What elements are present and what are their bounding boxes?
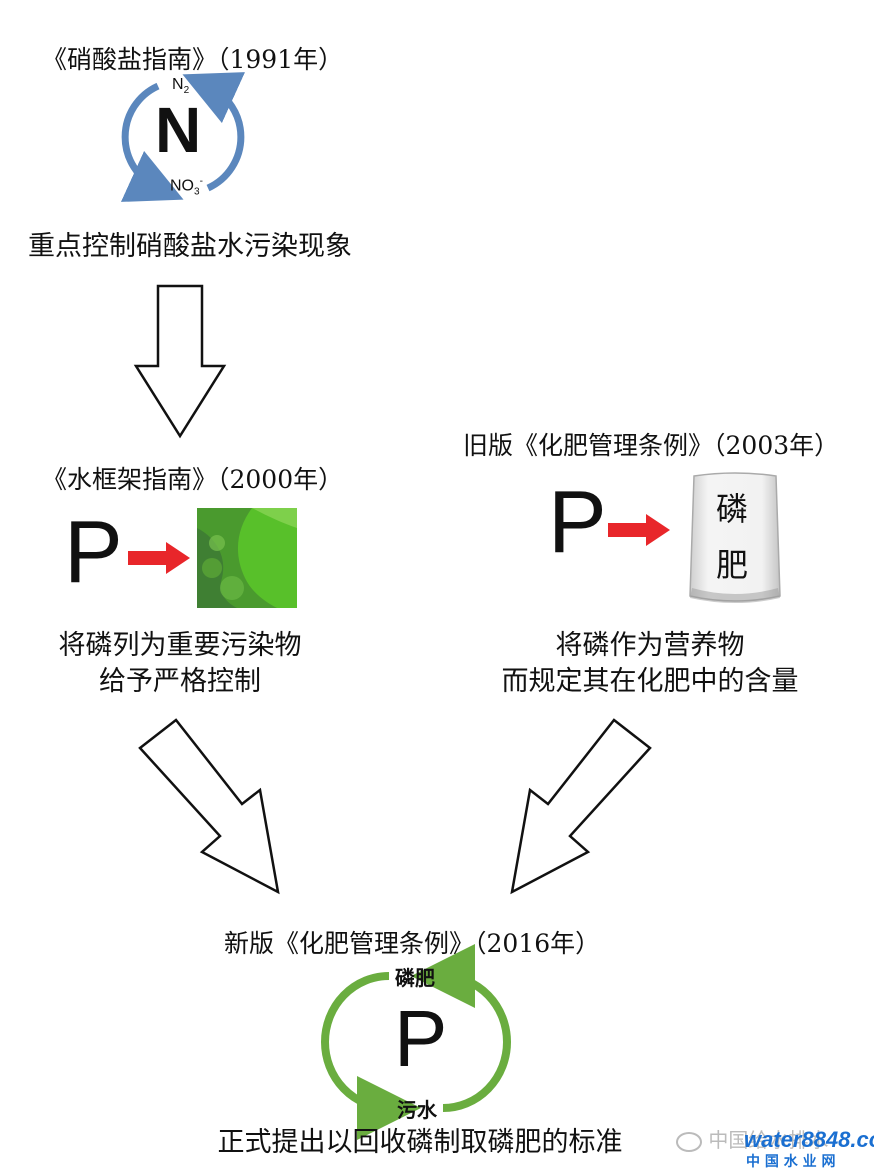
phosphorus-symbol-2: P xyxy=(548,472,607,571)
new-fertilizer-title: 新版《化肥管理条例》（2016年） xyxy=(224,929,601,958)
red-arrow-icon xyxy=(128,542,190,574)
fertilizer-bag-icon xyxy=(689,472,781,603)
nitrate-caption: 重点控制硝酸盐水污染现象 xyxy=(28,231,352,262)
bag-label-2: 肥 xyxy=(716,547,749,583)
cycle-bottom-label: 污水 xyxy=(397,1098,437,1122)
nitrate-title: 《硝酸盐指南》（1991年） xyxy=(42,45,344,74)
n2-label: N2 xyxy=(172,76,190,97)
diagonal-arrow-left-icon xyxy=(138,718,280,895)
old-fertilizer-caption-1: 将磷作为营养物 xyxy=(555,630,745,661)
watermark-account: 中国给水排水 xyxy=(676,1124,828,1153)
watermark-brand: water8848.com xyxy=(744,1127,874,1152)
cycle-top-label: 磷肥 xyxy=(395,966,435,990)
wechat-icon xyxy=(676,1131,702,1152)
no3-label: NO3- xyxy=(170,176,203,198)
nitrogen-cycle-icon xyxy=(120,72,246,202)
nitrogen-symbol: N xyxy=(155,94,202,166)
phosphorus-cycle-icon xyxy=(321,944,511,1140)
water-framework-title: 《水框架指南》（2000年） xyxy=(42,465,344,494)
old-fertilizer-caption-2: 而规定其在化肥中的含量 xyxy=(501,666,799,697)
down-arrow-icon xyxy=(133,284,227,439)
watermark-site: 中 国 水 业 网 xyxy=(746,1154,836,1170)
bag-label-1: 磷 xyxy=(716,491,749,527)
phosphorus-symbol: P xyxy=(64,502,123,601)
new-fertilizer-caption: 正式提出以回收磷制取磷肥的标准 xyxy=(217,1127,623,1158)
red-arrow-icon-2 xyxy=(608,514,670,546)
water-framework-caption-1: 将磷列为重要污染物 xyxy=(58,630,302,661)
phosphorus-symbol-3: P xyxy=(394,994,448,1083)
diagonal-arrow-right-icon xyxy=(510,718,652,895)
water-framework-caption-2: 给予严格控制 xyxy=(99,666,261,697)
algae-image xyxy=(197,508,297,608)
old-fertilizer-title: 旧版《化肥管理条例》（2003年） xyxy=(463,431,840,460)
